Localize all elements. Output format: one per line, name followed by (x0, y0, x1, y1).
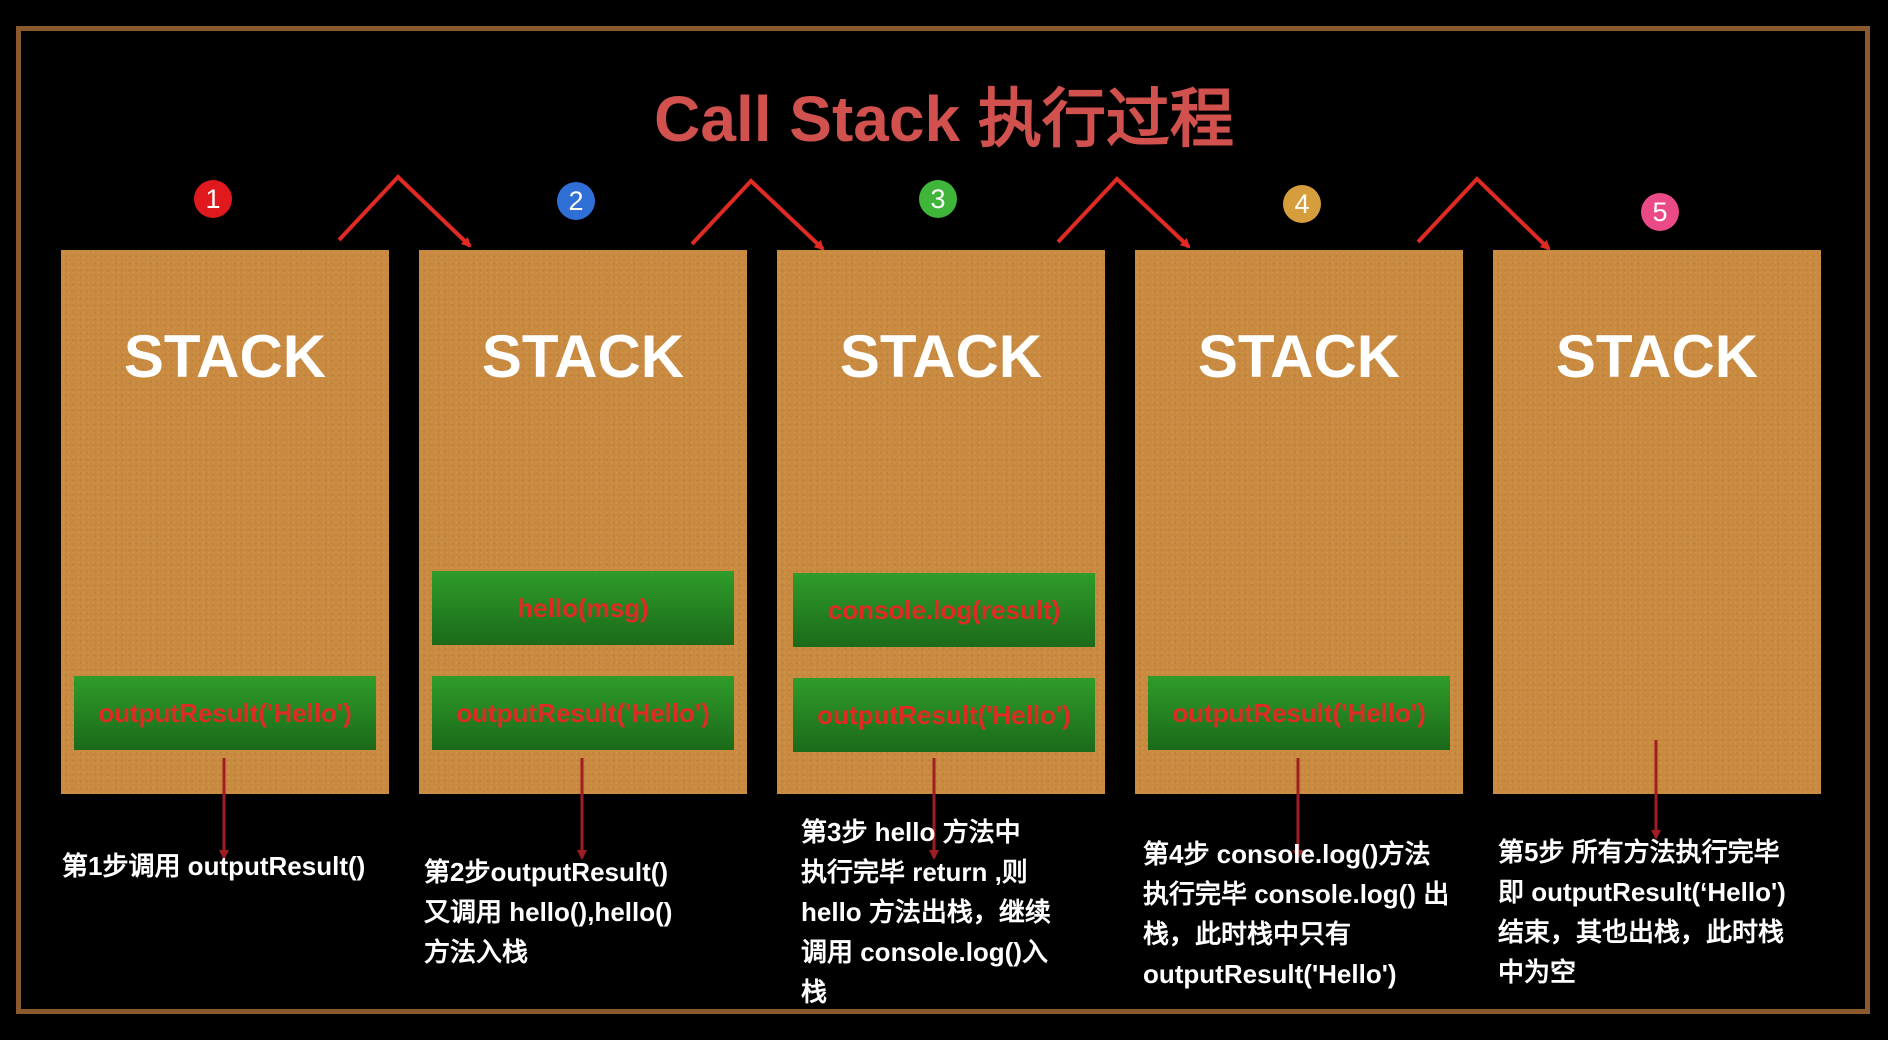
stack-frame-output-result: outputResult('Hello') (74, 676, 376, 750)
desc-line: 第4步 console.log()方法 (1143, 839, 1431, 869)
step-1-badge: 1 (194, 180, 232, 218)
stack-label: STACK (839, 323, 1043, 390)
transition-arrow-1-2 (337, 174, 472, 248)
stack-label: STACK (481, 323, 685, 390)
desc-line: 又调用 hello(),hello() (424, 897, 673, 927)
desc-line: 栈，此时栈中只有 (1143, 919, 1352, 949)
stack-5: STACK (1493, 250, 1821, 794)
desc-line: 结束，其也出栈，此时栈 (1498, 917, 1785, 947)
stack-frame-output-result: outputResult('Hello') (432, 676, 734, 750)
stack-label: STACK (1197, 323, 1401, 390)
desc-line: hello 方法出栈，继续 (801, 897, 1051, 927)
stack-3: STACK console.log(result) outputResult('… (777, 250, 1105, 794)
desc-line: 即 outputResult(‘Hello') (1498, 877, 1786, 907)
transition-arrow-3-4 (1056, 176, 1191, 249)
desc-line: 方法入栈 (424, 937, 529, 967)
step-1-description: 第1步调用 outputResult() (62, 846, 365, 886)
stack-frame-output-result: outputResult('Hello') (793, 678, 1095, 752)
desc-line: 调用 console.log()入 (801, 937, 1049, 967)
desc-line: 栈 (801, 977, 828, 1007)
step-3-description: 第3步 hello 方法中 执行完毕 return ,则 hello 方法出栈，… (801, 812, 1051, 1012)
stack-label: STACK (123, 323, 327, 390)
transition-arrow-2-3 (690, 178, 825, 251)
stack-frame-console-log: console.log(result) (793, 573, 1095, 647)
transition-arrow-4-5 (1416, 176, 1551, 251)
stack-label: STACK (1555, 323, 1759, 390)
stack-frame-hello: hello(msg) (432, 571, 734, 645)
desc-line: 第2步outputResult() (424, 857, 669, 887)
step-5-badge: 5 (1641, 193, 1679, 231)
desc-line: 执行完毕 return ,则 (801, 857, 1028, 887)
step-3-badge: 3 (919, 180, 957, 218)
step-4-badge: 4 (1283, 185, 1321, 223)
stack-frame-output-result: outputResult('Hello') (1148, 676, 1450, 750)
desc-line: 执行完毕 console.log() 出 (1143, 879, 1450, 909)
step-2-description: 第2步outputResult() 又调用 hello(),hello() 方法… (424, 852, 672, 972)
stack-1: STACK outputResult('Hello') (61, 250, 389, 794)
stack-2: STACK hello(msg) outputResult('Hello') (419, 250, 747, 794)
desc-line: 第3步 hello 方法中 (801, 817, 1021, 847)
desc-line: 第1步调用 outputResult() (62, 851, 366, 881)
desc-line: 中为空 (1498, 957, 1577, 987)
desc-line: outputResult('Hello') (1143, 959, 1397, 989)
step-2-badge: 2 (557, 182, 595, 220)
stack-4: STACK outputResult('Hello') (1135, 250, 1463, 794)
desc-line: 第5步 所有方法执行完毕 (1498, 837, 1780, 867)
diagram-title: Call Stack 执行过程 (654, 83, 1234, 155)
outer-frame (16, 26, 1870, 1014)
step-5-description: 第5步 所有方法执行完毕 即 outputResult(‘Hello') 结束，… (1498, 832, 1786, 992)
step-4-description: 第4步 console.log()方法 执行完毕 console.log() 出… (1143, 834, 1449, 994)
